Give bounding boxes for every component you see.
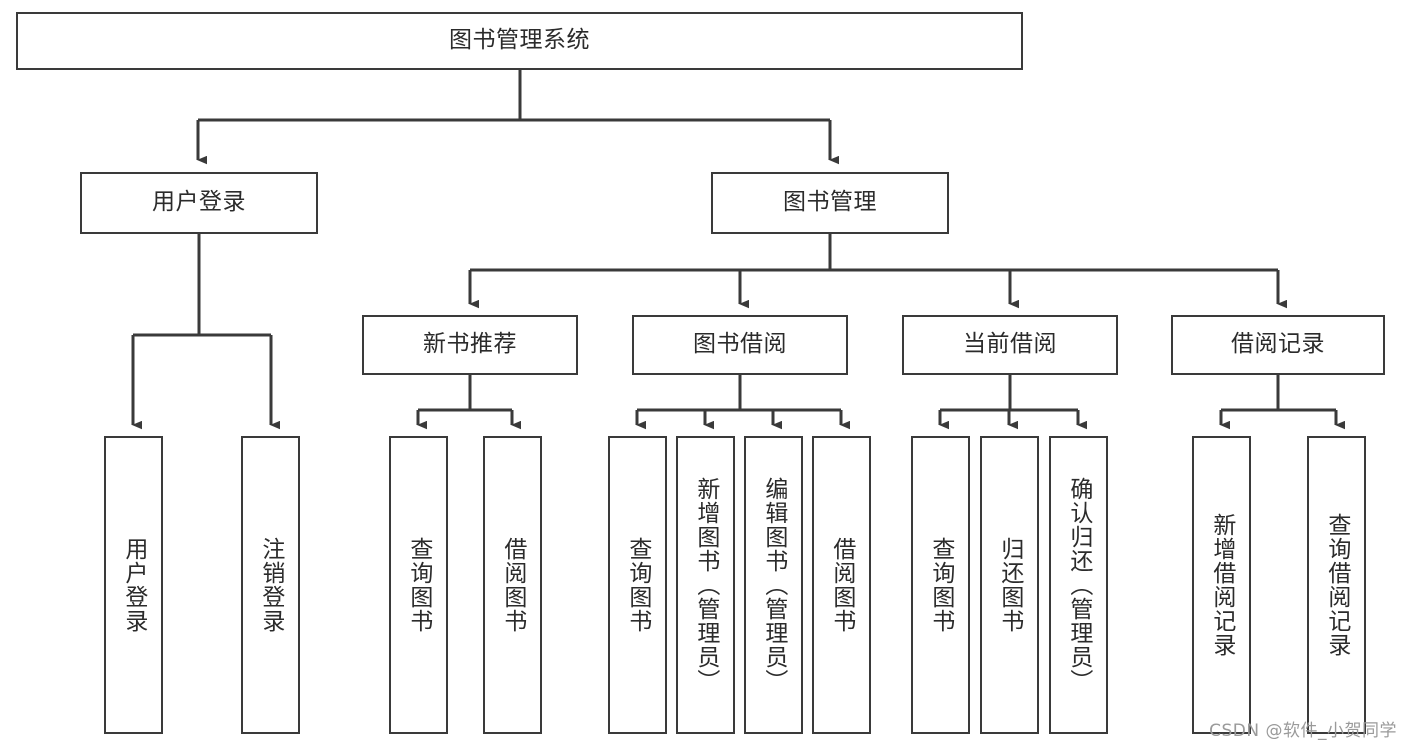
node-root-system[interactable]: 图书管理系统 <box>16 12 1023 70</box>
node-label: 查询借阅记录 <box>1323 513 1350 657</box>
node-borrow-record[interactable]: 借阅记录 <box>1171 315 1385 375</box>
node-label: 图书借阅 <box>693 331 787 358</box>
node-label: 查询图书 <box>405 537 432 633</box>
node-label: 用户登录 <box>152 189 246 216</box>
node-leaf-add-record[interactable]: 新增借阅记录 <box>1192 436 1251 734</box>
node-label: 图书管理 <box>783 189 877 216</box>
node-leaf-query-book-cur[interactable]: 查询图书 <box>911 436 970 734</box>
node-label: 注销登录 <box>257 537 284 633</box>
node-book-borrow[interactable]: 图书借阅 <box>632 315 848 375</box>
node-current-borrow[interactable]: 当前借阅 <box>902 315 1118 375</box>
node-leaf-query-book-rec[interactable]: 查询图书 <box>389 436 448 734</box>
node-label: 归还图书 <box>996 537 1023 633</box>
node-leaf-user-logout[interactable]: 注销登录 <box>241 436 300 734</box>
node-label: 用户登录 <box>120 537 147 633</box>
node-label: 借阅记录 <box>1231 331 1325 358</box>
watermark-text: CSDN @软件_小贺同学 <box>1209 721 1397 741</box>
node-label: 新书推荐 <box>423 331 517 358</box>
node-label: 查询图书 <box>927 537 954 633</box>
node-book-manage[interactable]: 图书管理 <box>711 172 949 234</box>
node-leaf-query-book-borrow[interactable]: 查询图书 <box>608 436 667 734</box>
node-leaf-query-record[interactable]: 查询借阅记录 <box>1307 436 1366 734</box>
node-label: 当前借阅 <box>963 331 1057 358</box>
node-leaf-borrow-book-rec[interactable]: 借阅图书 <box>483 436 542 734</box>
node-label: 新增图书（管理员） <box>692 477 719 693</box>
node-label: 确认归还（管理员） <box>1065 477 1092 693</box>
node-leaf-add-book[interactable]: 新增图书（管理员） <box>676 436 735 734</box>
node-user-login[interactable]: 用户登录 <box>80 172 318 234</box>
node-label: 图书管理系统 <box>449 27 590 54</box>
node-new-book-rec[interactable]: 新书推荐 <box>362 315 578 375</box>
node-label: 借阅图书 <box>828 537 855 633</box>
node-label: 新增借阅记录 <box>1208 513 1235 657</box>
node-leaf-edit-book[interactable]: 编辑图书（管理员） <box>744 436 803 734</box>
node-leaf-user-login[interactable]: 用户登录 <box>104 436 163 734</box>
node-leaf-confirm-return[interactable]: 确认归还（管理员） <box>1049 436 1108 734</box>
node-label: 借阅图书 <box>499 537 526 633</box>
node-leaf-borrow-book[interactable]: 借阅图书 <box>812 436 871 734</box>
node-leaf-return-book[interactable]: 归还图书 <box>980 436 1039 734</box>
node-label: 查询图书 <box>624 537 651 633</box>
node-label: 编辑图书（管理员） <box>760 477 787 693</box>
